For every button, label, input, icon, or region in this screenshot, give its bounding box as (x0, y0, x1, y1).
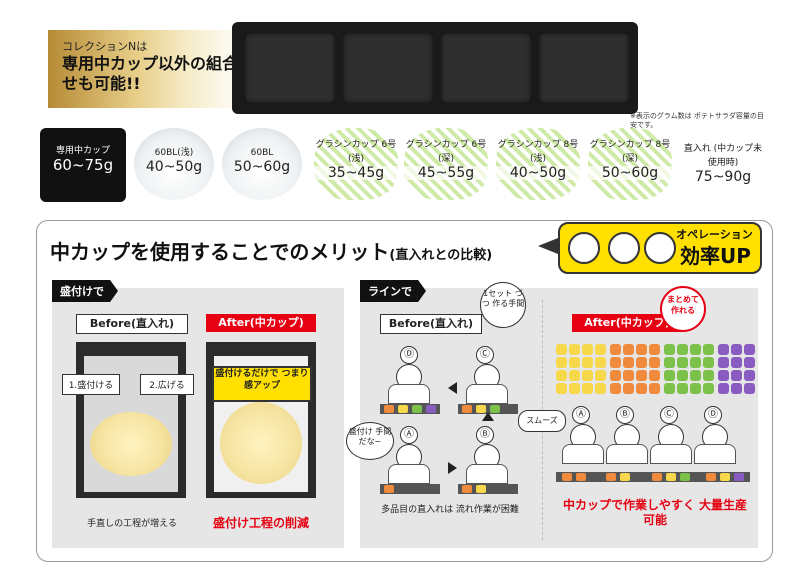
cup-grid-green (664, 344, 714, 394)
cup-grid-purple (718, 344, 755, 394)
station-letter: Ⓒ (476, 346, 494, 364)
worker-icon (380, 444, 436, 488)
tray-compartment (538, 32, 630, 104)
worker-icon (458, 364, 514, 408)
cup-grams: 40~50g (496, 166, 580, 180)
left-before-caption: 手直しの工程が増える (87, 519, 177, 529)
cup-60bl-shallow: 60BL(浅) 40~50g (134, 128, 214, 200)
conveyor-belt (556, 472, 750, 482)
station-letter: Ⓒ (660, 406, 678, 424)
tray-compartment (342, 32, 434, 104)
merit-title-sub: (直入れとの比較) (389, 248, 493, 263)
right-after-caption: 中カップで作業しやすく 大量生産可能 (562, 498, 748, 527)
banner-headline: 専用中カップ以外の組合せも可能!! (62, 54, 239, 93)
banner-small-text: コレクションNは (62, 40, 148, 53)
product-tray-image (232, 22, 638, 114)
station-letter: Ⓐ (400, 426, 418, 444)
cup-grams: 60~75g (52, 156, 114, 174)
station-letter: Ⓐ (572, 406, 590, 424)
cup-glassine-8-shallow: グラシンカップ 8号(浅) 40~50g (496, 128, 580, 200)
cup-name: グラシンカップ 8号(深) (589, 140, 671, 164)
hassle-speech-bubble: 盛付け 手間だな~ (346, 422, 394, 460)
arrow-left-icon (448, 382, 457, 394)
cup-grams: 50~60g (588, 166, 672, 180)
gold-banner (48, 30, 248, 108)
left-after-label: After(中カップ) (206, 314, 316, 332)
cup-name: グラシンカップ 6号(深) (405, 140, 487, 164)
step-spread-bubble: 2.広げる (140, 374, 194, 395)
plating-tag: 盛付けで (52, 280, 118, 302)
cup-name: 60BL (250, 148, 274, 158)
batch-badge: まとめて 作れる (660, 286, 706, 332)
potato-salad-image (220, 402, 302, 484)
cup-name: 直入れ (中カップ未使用時) (683, 144, 763, 168)
merit-title: 中カップを使用することでのメリット(直入れとの比較) (50, 236, 492, 265)
arrow-up-icon (482, 412, 494, 421)
station-letter: Ⓓ (400, 346, 418, 364)
station-letter: Ⓑ (616, 406, 634, 424)
cup-grams: 75~90g (694, 169, 752, 185)
right-after-label: After(中カップ) (572, 314, 682, 332)
cup-glassine-6-deep: グラシンカップ 6号(深) 45~55g (404, 128, 488, 200)
potato-salad-image (90, 412, 172, 476)
tray-before-image (76, 342, 186, 498)
gram-note: ※表示のグラム数は ポテトサラダ容量の目安です。 (630, 112, 764, 129)
right-before-label: Before(直入れ) (380, 314, 482, 334)
worker-icon (686, 424, 742, 468)
operation-label: オペレーション (676, 228, 753, 241)
conveyor-belt (380, 404, 440, 414)
cup-name: グラシンカップ 8号(浅) (497, 140, 579, 164)
cup-grams: 45~55g (404, 166, 488, 180)
merit-title-main: 中カップを使用することでのメリット (50, 240, 390, 264)
station-letter: Ⓑ (476, 426, 494, 444)
cup-grid-yellow (556, 344, 606, 394)
cup-grams: 35~45g (314, 166, 398, 180)
cup-60bl: 60BL 50~60g (222, 128, 302, 200)
tray-compartment (244, 32, 336, 104)
conveyor-belt (458, 404, 518, 414)
worker-face-icon (644, 232, 676, 264)
worker-face-icon (608, 232, 640, 264)
station-letter: Ⓓ (704, 406, 722, 424)
line-tag: ラインで (360, 280, 426, 302)
cup-direct: 直入れ (中カップ未使用時) 75~90g (680, 128, 766, 184)
conveyor-belt (458, 484, 518, 494)
fill-note: 盛付けるだけで つまり感アップ (212, 366, 312, 402)
worker-icon (554, 424, 610, 468)
one-set-badge: 1セット づつ 作る手間 (480, 282, 526, 328)
cup-dedicated: 専用中カップ 60~75g (40, 128, 126, 202)
cup-name: グラシンカップ 6号(浅) (315, 140, 397, 164)
arrow-left-icon (538, 238, 558, 254)
efficiency-label: 効率UP (680, 244, 751, 268)
left-before-label: Before(直入れ) (76, 314, 188, 334)
worker-face-icon (568, 232, 600, 264)
worker-icon (642, 424, 698, 468)
cup-glassine-6-shallow: グラシンカップ 6号(浅) 35~45g (314, 128, 398, 200)
step-plate-bubble: 1.盛付ける (62, 374, 120, 395)
cup-name: 専用中カップ (55, 146, 110, 156)
left-after-caption: 盛付け工程の削減 (212, 516, 309, 530)
cup-grams: 40~50g (145, 159, 203, 175)
cup-grid-orange (610, 344, 660, 394)
worker-icon (380, 364, 436, 408)
worker-icon (598, 424, 654, 468)
worker-icon (458, 444, 514, 488)
right-before-caption: 多品目の直入れは 流れ作業が困難 (381, 505, 519, 515)
arrow-right-icon (448, 462, 457, 474)
cup-glassine-8-deep: グラシンカップ 8号(深) 50~60g (588, 128, 672, 200)
cup-grams: 50~60g (233, 159, 291, 175)
tray-compartment (440, 32, 532, 104)
cup-name: 60BL(浅) (154, 148, 194, 158)
operation-badge (558, 222, 762, 274)
smooth-speech-bubble: スムーズ (518, 410, 566, 432)
conveyor-belt (380, 484, 440, 494)
